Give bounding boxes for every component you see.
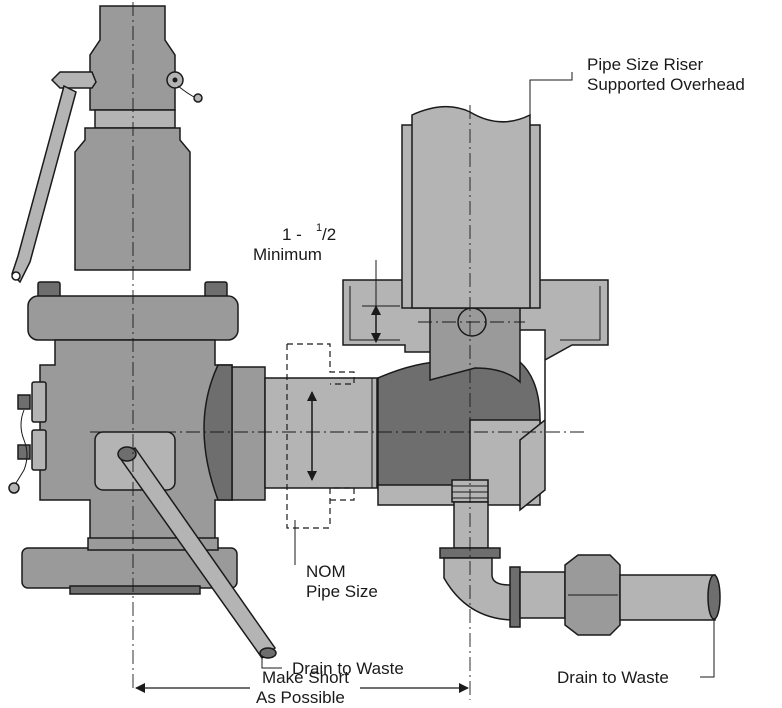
label-pipe-size: Pipe Size — [306, 582, 378, 601]
riser-leader — [529, 72, 573, 178]
safety-valve — [8, 5, 266, 595]
label-minimum-fraction-whole: 1 - — [282, 225, 302, 244]
label-pipe-size-riser-line1: Pipe Size Riser — [587, 55, 704, 74]
outlet-nipple — [264, 377, 403, 489]
label-minimum-fraction-den: /2 — [322, 225, 336, 244]
label-drain-to-waste-left: Drain to Waste — [292, 659, 404, 678]
drain-right-leader — [700, 620, 715, 678]
body-side-bolts — [8, 381, 47, 494]
label-as-possible: As Possible — [256, 688, 345, 707]
label-drain-to-waste-right: Drain to Waste — [557, 668, 669, 687]
centerlines — [90, 2, 585, 700]
minimum-dimension — [362, 260, 400, 343]
riser-pipe — [401, 106, 541, 309]
label-pipe-size-riser-line2: Supported Overhead — [587, 75, 745, 94]
valve-drain-pipe — [117, 446, 277, 660]
label-make-short: Make Short — [262, 668, 349, 687]
label-minimum: Minimum — [253, 245, 322, 264]
lifting-lever — [11, 71, 97, 284]
label-minimum-fraction-num: 1 — [316, 222, 322, 234]
label-nom: NOM — [306, 562, 346, 581]
drain-left-leader — [261, 656, 282, 669]
wire-seal — [166, 71, 203, 103]
drip-pan-drain — [439, 479, 721, 636]
drip-pan — [342, 279, 609, 512]
companion-flange-outline — [286, 343, 355, 529]
